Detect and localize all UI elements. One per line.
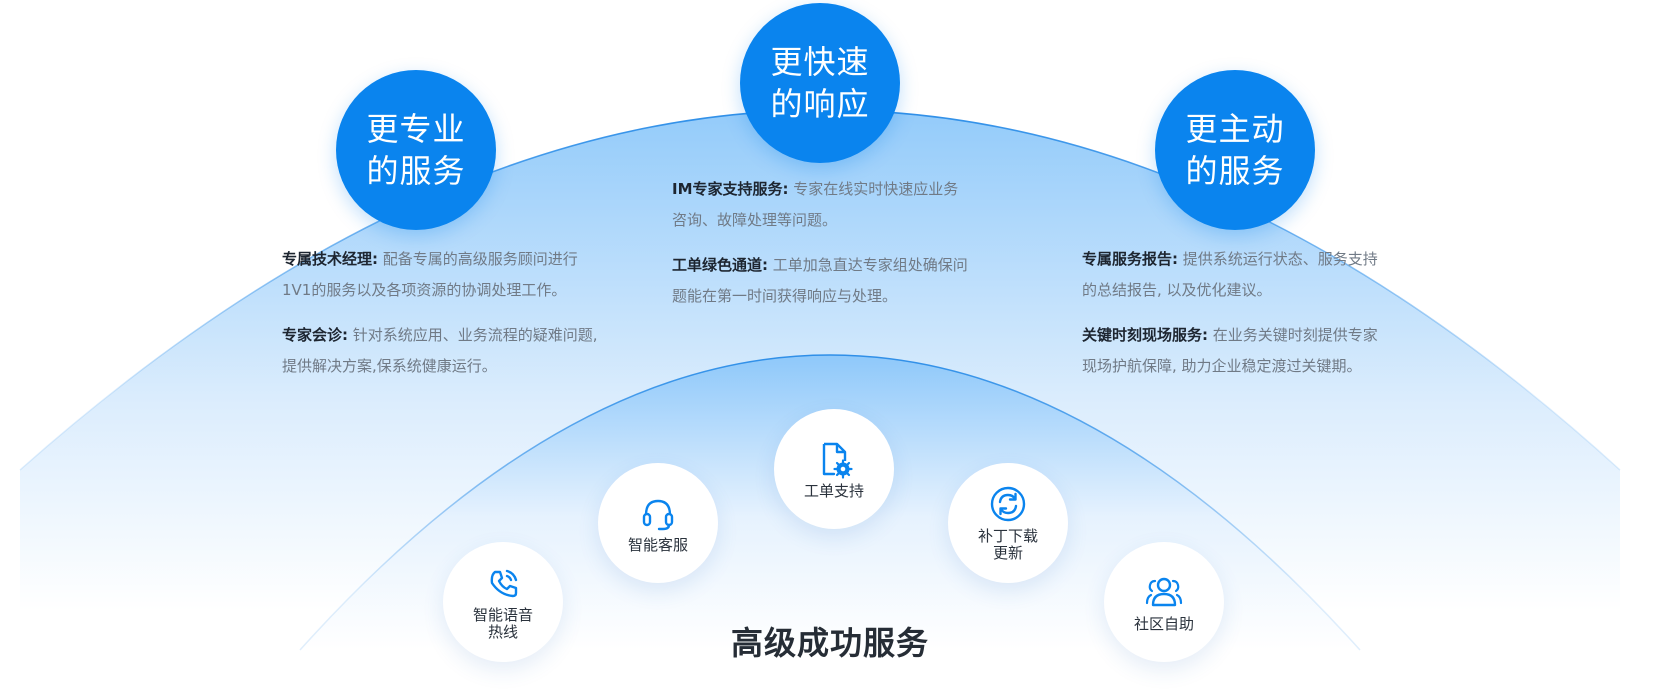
section-title: 高级成功服务 [730,624,929,662]
feature-text: 工单加急直达专家组处确保问题能在第一时间获得响应与处理。 [672,256,968,305]
feature-title: 关键时刻现场服务: [1082,326,1208,344]
circle-line: 更主动 [1185,110,1285,148]
circle-line: 更专业 [366,110,466,148]
column-center: IM专家支持服务: 专家在线实时快速应业务咨询、故障处理等问题。 工单绿色通道:… [672,174,972,326]
circle-line: 的服务 [366,152,466,190]
service-label: 补丁下载更新 [977,527,1038,562]
column-left: 专属技术经理: 配备专属的高级服务顾问进行1V1的服务以及各项资源的协调处理工作… [282,244,600,396]
feature-item: 关键时刻现场服务: 在业务关键时刻提供专家现场护航保障, 助力企业稳定渡过关键期… [1082,320,1387,382]
feature-text: 专家在线实时快速应业务咨询、故障处理等问题。 [672,180,959,229]
service-smart-support[interactable]: 智能客服 [598,463,718,583]
circle-proactive: 更主动 的服务 [1155,70,1315,230]
service-label: 智能语音热线 [472,606,533,641]
feature-text: 提供系统运行状态、服务支持的总结报告, 以及优化建议。 [1082,250,1378,299]
service-ticket-support[interactable]: 工单支持 [774,409,894,529]
service-patch-download[interactable]: 补丁下载更新 [948,463,1068,583]
service-community[interactable]: 社区自助 [1104,542,1224,662]
feature-title: IM专家支持服务: [672,180,789,198]
feature-item: 工单绿色通道: 工单加急直达专家组处确保问题能在第一时间获得响应与处理。 [672,250,972,312]
service-label: 社区自助 [1133,614,1194,633]
feature-title: 专属技术经理: [282,250,378,268]
refresh-icon [990,486,1026,522]
service-label: 工单支持 [803,481,864,500]
feature-item: 专属服务报告: 提供系统运行状态、服务支持的总结报告, 以及优化建议。 [1082,244,1387,306]
feature-title: 专属服务报告: [1082,250,1178,268]
circle-professional: 更专业 的服务 [336,70,496,230]
circle-fast: 更快速 的响应 [740,3,900,163]
feature-text: 针对系统应用、业务流程的疑难问题,提供解决方案,保系统健康运行。 [282,326,598,375]
feature-text: 在业务关键时刻提供专家现场护航保障, 助力企业稳定渡过关键期。 [1082,326,1378,375]
community-icon [1145,577,1183,606]
phone-icon [490,569,518,598]
feature-title: 专家会诊: [282,326,348,344]
feature-item: IM专家支持服务: 专家在线实时快速应业务咨询、故障处理等问题。 [672,174,972,236]
feature-item: 专家会诊: 针对系统应用、业务流程的疑难问题,提供解决方案,保系统健康运行。 [282,320,600,382]
circle-line: 的响应 [770,85,870,123]
feature-item: 专属技术经理: 配备专属的高级服务顾问进行1V1的服务以及各项资源的协调处理工作… [282,244,600,306]
circle-line: 的服务 [1185,152,1285,190]
service-label: 智能客服 [627,535,688,554]
document-gear-icon [822,442,853,479]
service-voice-hotline[interactable]: 智能语音热线 [443,542,563,662]
circle-line: 更快速 [770,43,870,81]
feature-title: 工单绿色通道: [672,256,768,274]
column-right: 专属服务报告: 提供系统运行状态、服务支持的总结报告, 以及优化建议。 关键时刻… [1082,244,1387,396]
feature-text: 配备专属的高级服务顾问进行1V1的服务以及各项资源的协调处理工作。 [282,250,578,299]
headset-icon [642,499,674,530]
